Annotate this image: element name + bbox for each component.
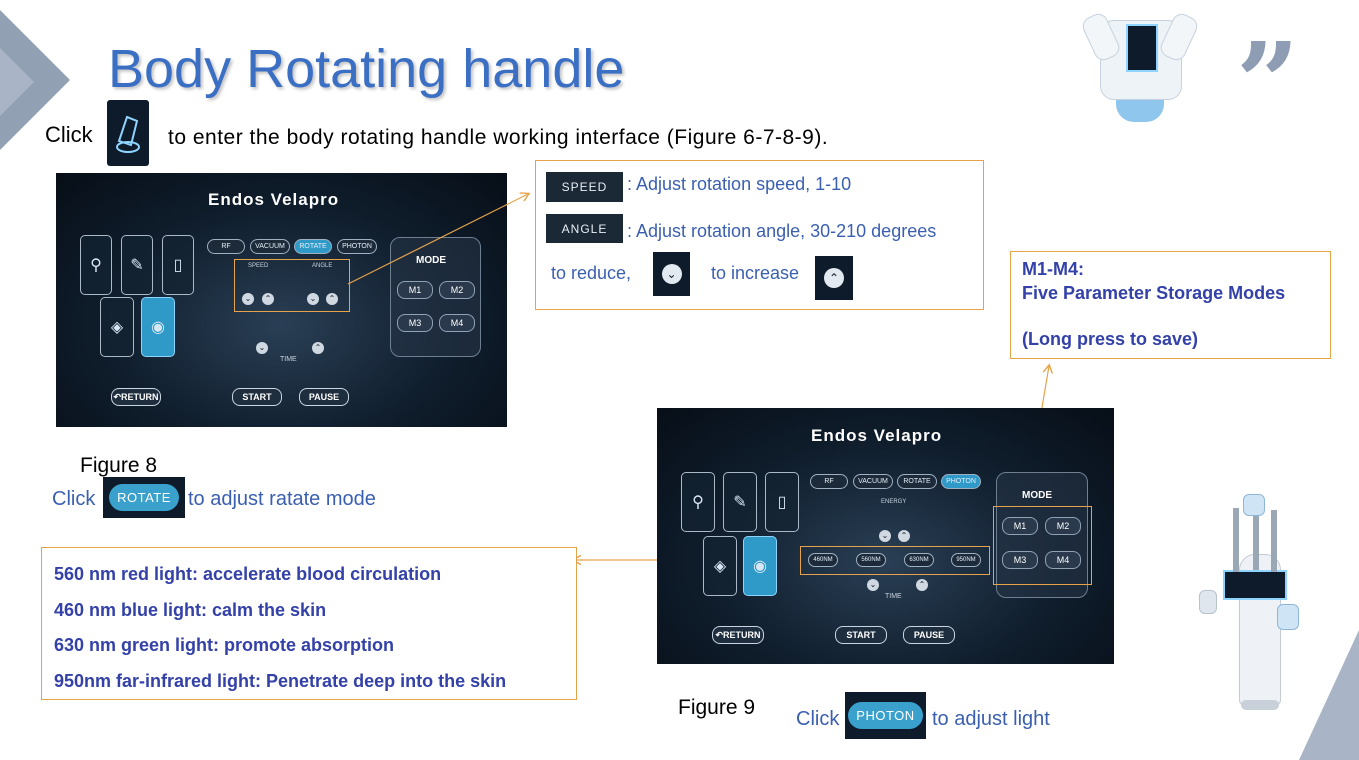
corner-decoration-bottom [1299,630,1359,760]
intro-text: to enter the body rotating handle workin… [168,126,829,149]
reduce-text: to reduce, [551,263,632,283]
mode-m3-button[interactable]: M3 [397,314,433,332]
pause-button-9[interactable]: PAUSE [903,626,955,644]
time-down-icon-9[interactable]: ⌄ [867,579,879,591]
tab-rotate[interactable]: ROTATE [294,239,332,254]
handle-option-3[interactable]: ▯ [162,235,194,295]
speed-down-icon[interactable]: ⌄ [242,293,254,305]
angle-down-icon[interactable]: ⌄ [307,293,319,305]
modes-callout-line1: M1-M4: [1022,259,1084,279]
angle-up-icon[interactable]: ⌃ [326,293,338,305]
page-title: Body Rotating handle [108,39,625,99]
return-button-9[interactable]: ↶RETURN [712,626,764,644]
modes-callout-line3: (Long press to save) [1022,329,1199,349]
intro-click-label: Click [45,122,93,147]
rotate-button-sample[interactable]: ROTATE [103,477,185,518]
machine-image [1195,494,1315,712]
speed-description: : Adjust rotation speed, 1-10 [627,174,852,194]
wavelength-highlight [800,546,990,575]
speed-tag: SPEED [546,172,623,202]
light-item-460: 460 nm blue light: calm the skin [54,600,327,620]
time-label-9: TIME [885,593,902,600]
tab-photon[interactable]: PHOTON [337,239,377,254]
wavelength-630[interactable]: 630NM [904,553,934,567]
photon-button-label: PHOTON [848,702,923,729]
tab-rf[interactable]: RF [207,239,245,254]
tab-vacuum[interactable]: VACUUM [250,239,290,254]
start-button[interactable]: START [232,388,282,406]
handle-option-4-9[interactable]: ◈ [703,536,737,596]
handle-option-2[interactable]: ✎ [121,235,153,295]
light-list-box [41,547,577,700]
angle-label: ANGLE [312,263,333,269]
figure9-caption: Figure 9 [678,696,756,719]
figure9-text: to adjust light [932,708,1050,730]
light-item-560: 560 nm red light: accelerate blood circu… [54,564,442,584]
increase-chevron-up-icon[interactable]: ⌃ [815,256,853,300]
angle-description: : Adjust rotation angle, 30-210 degrees [627,221,937,241]
speed-angle-highlight [234,259,350,312]
angle-tag: ANGLE [546,214,623,243]
modes-callout [1010,251,1331,359]
mode-m2-button-9[interactable]: M2 [1045,517,1081,535]
time-down-icon[interactable]: ⌄ [256,342,268,354]
screen-brand-9: Endos Velapro [811,426,943,445]
wavelength-950[interactable]: 950NM [951,553,981,567]
light-item-950: 950nm far-infrared light: Penetrate deep… [54,671,507,691]
photon-button-sample[interactable]: PHOTON [845,692,926,739]
handle-option-1[interactable]: ⚲ [80,235,112,295]
mode-m3-button-9[interactable]: M3 [1002,551,1038,569]
increase-text: to increase [711,263,800,283]
figure8-text: to adjust ratate mode [188,488,376,510]
energy-label: ENERGY [881,499,907,505]
screen-brand: Endos Velapro [208,190,340,209]
handle-option-3-9[interactable]: ▯ [765,472,799,532]
wavelength-460[interactable]: 460NM [808,553,838,567]
figure8-caption: Figure 8 [80,454,158,477]
rotating-handle-icon[interactable] [107,100,149,166]
corner-decoration-inner [0,48,34,116]
mode-panel-9 [996,472,1088,598]
mode-m1-button[interactable]: M1 [397,281,433,299]
handle-option-4[interactable]: ◈ [100,297,134,357]
mode-m1-button-9[interactable]: M1 [1002,517,1038,535]
time-up-icon[interactable]: ⌃ [312,342,324,354]
figure8-screen: Endos Velapro ⚲ ✎ ▯ ◈ ◉ RF VACUUM ROTATE… [56,173,507,427]
mode-m2-button[interactable]: M2 [439,281,475,299]
handle-option-rotating-9[interactable]: ◉ [743,536,777,596]
speed-up-icon[interactable]: ⌃ [262,293,274,305]
figure9-screen: Endos Velapro ⚲ ✎ ▯ ◈ ◉ RF VACUUM ROTATE… [657,408,1114,664]
time-up-icon-9[interactable]: ⌃ [916,579,928,591]
tab-rf-9[interactable]: RF [810,474,848,489]
start-button-9[interactable]: START [835,626,887,644]
time-label: TIME [280,356,297,363]
wavelength-560[interactable]: 560NM [856,553,886,567]
modes-highlight [993,506,1092,585]
mode-title: MODE [416,255,446,266]
mode-m4-button[interactable]: M4 [439,314,475,332]
modes-callout-line2: Five Parameter Storage Modes [1022,283,1286,303]
tab-rotate-9[interactable]: ROTATE [897,474,937,489]
mode-title-9: MODE [1022,490,1052,501]
energy-down-icon[interactable]: ⌄ [879,530,891,542]
handle-option-1-9[interactable]: ⚲ [681,472,715,532]
quote-mark-icon: ” [1236,18,1300,147]
reduce-chevron-down-icon[interactable]: ⌄ [653,252,690,296]
figure9-click: Click [796,708,840,730]
light-item-630: 630 nm green light: promote absorption [54,635,395,655]
return-button[interactable]: ↶RETURN [111,388,161,406]
figure8-click: Click [52,488,96,510]
mode-m4-button-9[interactable]: M4 [1045,551,1081,569]
handle-option-2-9[interactable]: ✎ [723,472,757,532]
tab-vacuum-9[interactable]: VACUUM [853,474,893,489]
speed-label: SPEED [248,263,269,269]
handle-option-rotating[interactable]: ◉ [141,297,175,357]
device-image-top [1079,10,1201,124]
rotate-button-label: ROTATE [109,484,179,511]
energy-up-icon[interactable]: ⌃ [898,530,910,542]
pause-button[interactable]: PAUSE [299,388,349,406]
tab-photon-9[interactable]: PHOTON [941,474,981,489]
